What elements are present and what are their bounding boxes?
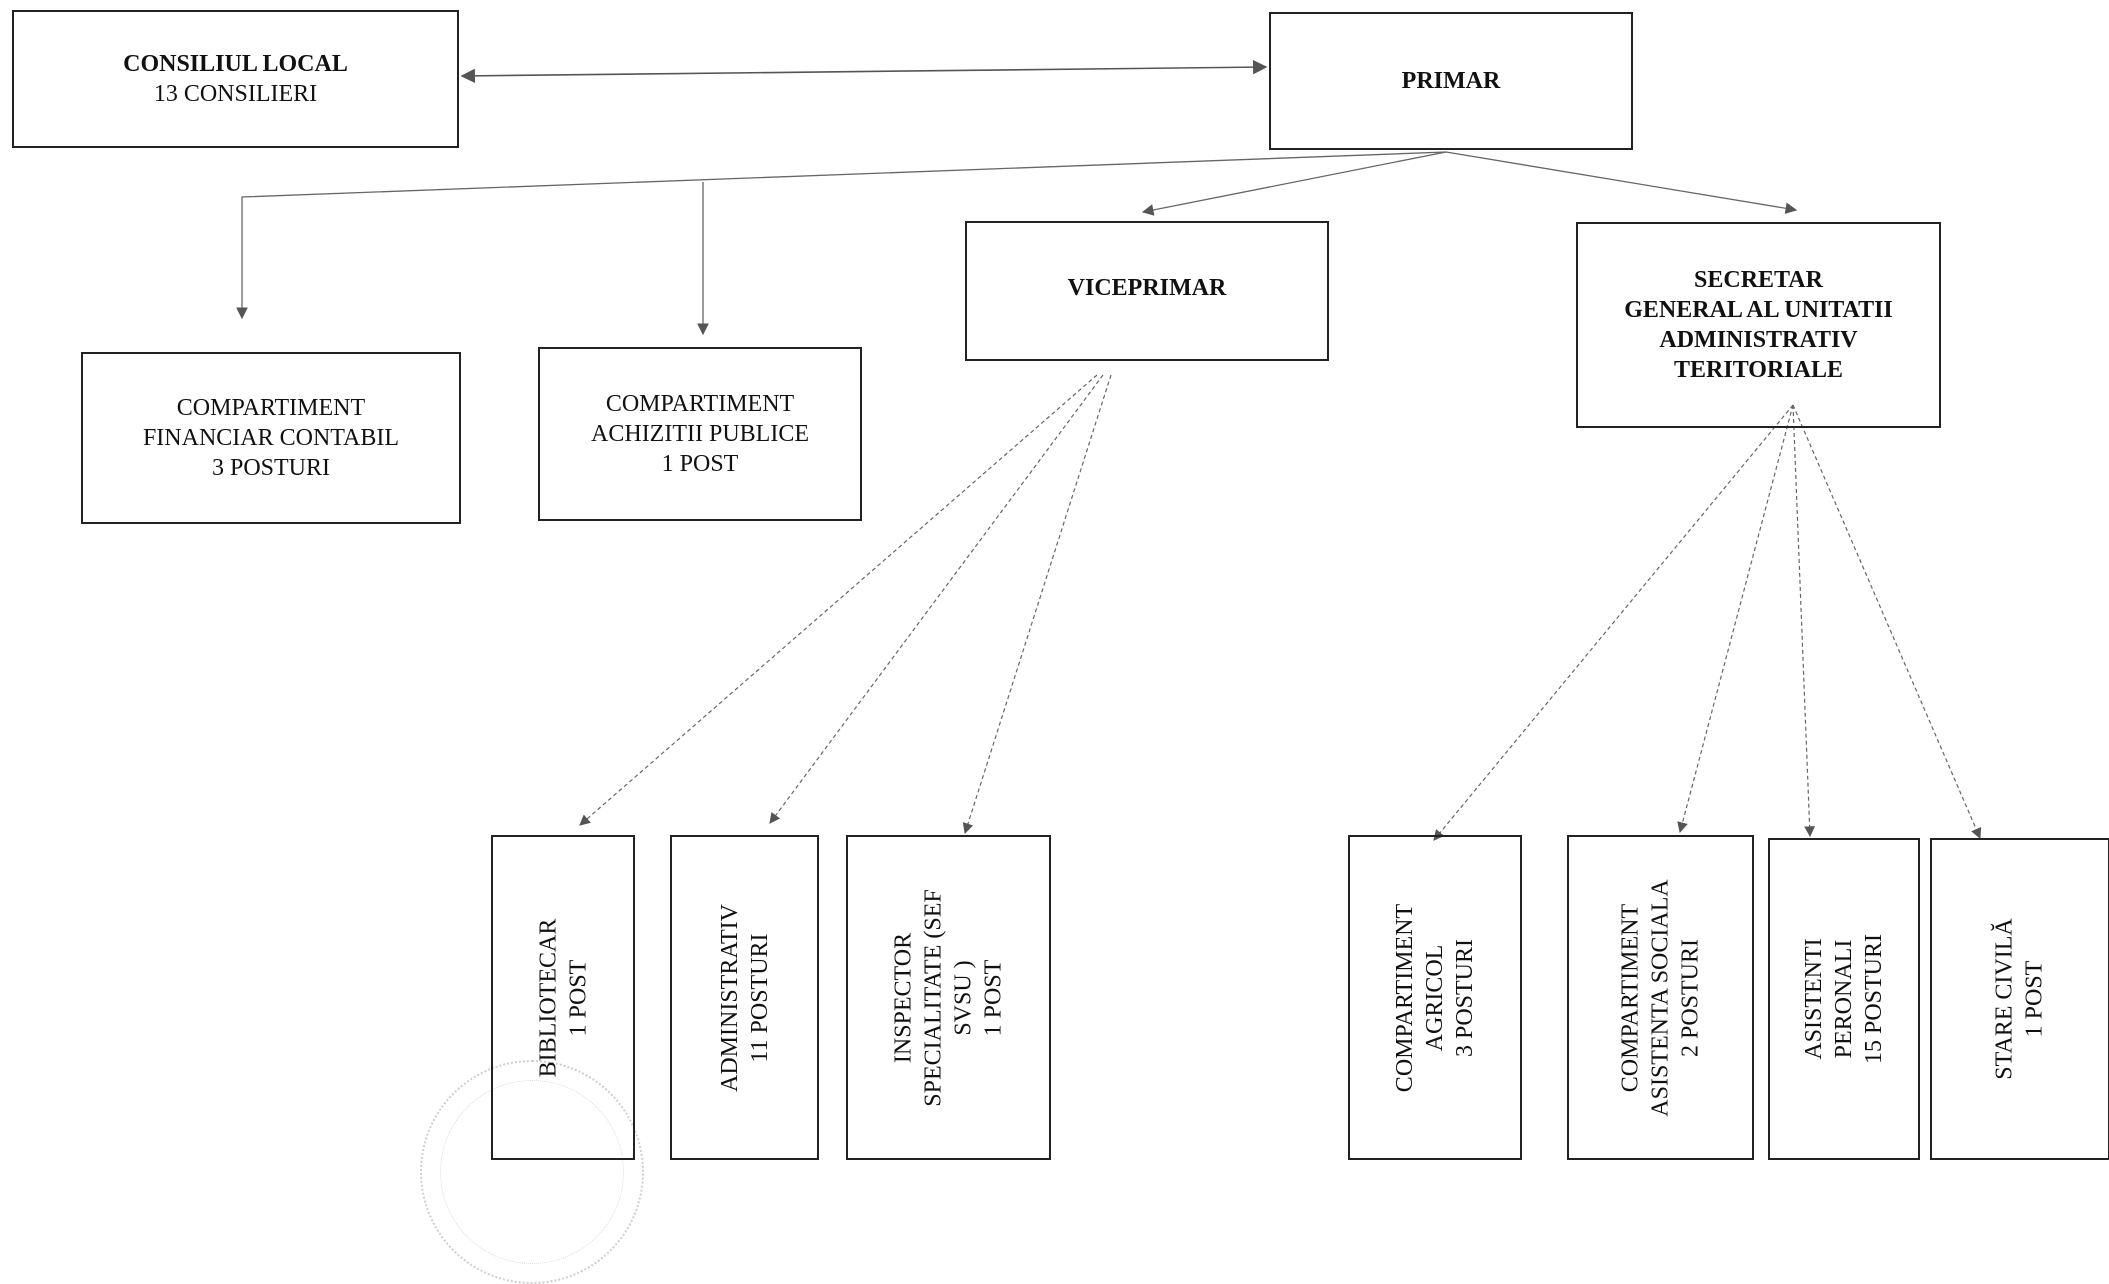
- node-achizitii-line-2: ACHIZITII PUBLICE: [591, 421, 809, 447]
- node-achizitii-line-1: COMPARTIMENT: [605, 391, 795, 417]
- node-asistenti-line-1: ASISTENTI: [1801, 938, 1827, 1060]
- node-financiar-line-2: FINANCIAR CONTABIL: [142, 425, 400, 451]
- node-primar: PRIMAR: [1269, 12, 1633, 150]
- node-administrativ: ADMINISTRATIV 11 POSTURI: [670, 835, 819, 1160]
- node-secretar-line-2: GENERAL AL UNITATII: [1624, 297, 1893, 323]
- edge-viceprimar-bibliotecar: [579, 374, 1098, 826]
- node-compartiment-asistenta: COMPARTIMENT ASISTENTA SOCIALA 2 POSTURI: [1567, 835, 1754, 1160]
- node-asistenti-line-2: PERONALI: [1831, 939, 1857, 1059]
- node-agricol-line-2: AGRICOL: [1422, 944, 1448, 1051]
- node-asistenti-line-3: 15 POSTURI: [1861, 933, 1887, 1065]
- node-financiar-line-1: COMPARTIMENT: [176, 395, 366, 421]
- node-bibliotecar-line-1: BIBLIOTECAR: [535, 918, 562, 1077]
- node-administrativ-line-1: ADMINISTRATIV: [716, 903, 743, 1092]
- node-agricol-line-3: 3 POSTURI: [1452, 938, 1478, 1057]
- node-asistenta-line-1: COMPARTIMENT: [1617, 903, 1644, 1092]
- node-secretar-line-4: TERITORIALE: [1674, 357, 1843, 383]
- node-stare-line-2: 1 POST: [2022, 960, 2048, 1038]
- edge-primar-secretar: [1445, 151, 1798, 215]
- node-asistenta-line-3: 2 POSTURI: [1677, 938, 1704, 1057]
- node-viceprimar: VICEPRIMAR: [965, 221, 1329, 361]
- node-asistenta-line-2: ASISTENTA SOCIALA: [1647, 878, 1674, 1117]
- node-consiliul-line-2: 13 CONSILIERI: [153, 81, 318, 107]
- node-inspector-specialitate: INSPECTOR SPECIALITATE (SEF SVSU ) 1 POS…: [846, 835, 1051, 1160]
- connector-lines: [236, 59, 1982, 841]
- node-agricol-line-1: COMPARTIMENT: [1392, 903, 1418, 1092]
- edge-secretar-agricol: [1433, 404, 1794, 841]
- edge-viceprimar-administrativ: [769, 374, 1104, 824]
- node-administrativ-line-2: 11 POSTURI: [746, 932, 773, 1063]
- node-consiliul-line-1: CONSILIUL LOCAL: [123, 51, 348, 77]
- node-bibliotecar-line-2: 1 POST: [565, 959, 592, 1036]
- edge-primar-viceprimar: [1141, 151, 1447, 216]
- node-financiar-line-3: 3 POSTURI: [211, 455, 330, 481]
- node-asistenti-personali: ASISTENTI PERONALI 15 POSTURI: [1768, 838, 1920, 1160]
- node-primar-line-1: PRIMAR: [1401, 68, 1501, 94]
- edge-consiliul-primar: [460, 59, 1268, 84]
- node-viceprimar-line-1: VICEPRIMAR: [1067, 275, 1227, 301]
- node-inspector-line-2: SPECIALITATE (SEF: [920, 888, 947, 1107]
- node-secretar-general: SECRETAR GENERAL AL UNITATII ADMINISTRAT…: [1576, 222, 1941, 428]
- node-stare-civila: STARE CIVILĂ 1 POST: [1930, 838, 2109, 1160]
- node-inspector-line-4: 1 POST: [980, 959, 1007, 1036]
- node-stare-line-1: STARE CIVILĂ: [1992, 918, 2018, 1080]
- node-compartiment-agricol: COMPARTIMENT AGRICOL 3 POSTURI: [1348, 835, 1522, 1160]
- node-inspector-line-3: SVSU ): [950, 959, 977, 1036]
- edge-primar-financiar: [236, 151, 1447, 320]
- node-secretar-line-1: SECRETAR: [1694, 267, 1823, 293]
- node-consiliul-local: CONSILIUL LOCAL 13 CONSILIERI: [12, 10, 459, 148]
- node-secretar-line-3: ADMINISTRATIV: [1659, 327, 1858, 353]
- edge-secretar-asistenta: [1677, 404, 1794, 834]
- edge-viceprimar-inspector: [962, 374, 1112, 835]
- node-bibliotecar: BIBLIOTECAR 1 POST: [491, 835, 635, 1160]
- node-achizitii-line-3: 1 POST: [661, 451, 739, 477]
- node-compartiment-financiar: COMPARTIMENT FINANCIAR CONTABIL 3 POSTUR…: [81, 352, 461, 524]
- edge-secretar-asistenti: [1792, 404, 1816, 838]
- node-inspector-line-1: INSPECTOR: [890, 932, 917, 1063]
- edge-secretar-stare: [1792, 404, 1982, 839]
- node-compartiment-achizitii: COMPARTIMENT ACHIZITII PUBLICE 1 POST: [538, 347, 862, 521]
